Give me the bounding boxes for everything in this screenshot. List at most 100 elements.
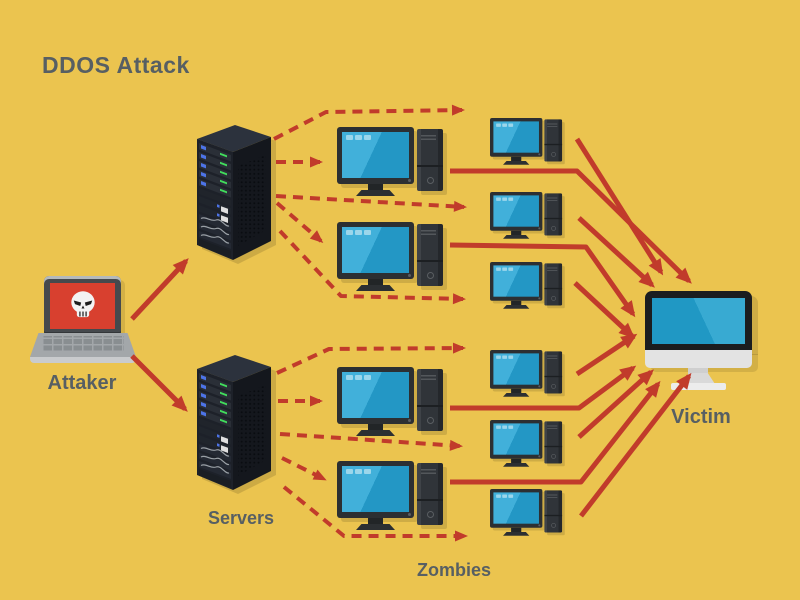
server-rack-1	[196, 124, 272, 261]
window-icon	[346, 375, 353, 380]
power-button-icon	[427, 272, 434, 279]
power-led	[538, 227, 541, 230]
zombie-screen	[493, 265, 539, 297]
power-led	[538, 385, 541, 388]
zombie-monitor	[337, 461, 414, 518]
victim-stand	[688, 368, 708, 375]
monitor-base	[502, 531, 530, 536]
tower-vents-icon	[547, 354, 558, 359]
power-led	[408, 274, 411, 277]
window-icon	[496, 355, 501, 359]
arrow-zombie-small-3-to-victim	[573, 281, 635, 339]
victim-computer	[645, 291, 752, 391]
power-led	[538, 524, 541, 527]
monitor-stand	[511, 156, 522, 162]
power-led	[538, 153, 541, 156]
zombie-tower	[544, 490, 563, 533]
window-icon	[508, 494, 514, 498]
power-button-icon	[427, 511, 434, 518]
window-icon	[355, 135, 362, 140]
zombie-computer-small-4	[490, 350, 563, 398]
zombie-monitor	[337, 222, 414, 279]
tower-vents-icon	[421, 133, 436, 140]
servers-label: Servers	[207, 508, 275, 528]
zombie-monitor	[337, 127, 414, 184]
server-rack-2	[196, 354, 272, 491]
window-icon	[355, 469, 362, 474]
power-button-icon	[551, 384, 556, 389]
zombie-monitor	[490, 118, 543, 157]
monitor-base	[502, 160, 530, 165]
zombie-screen	[493, 195, 539, 227]
arrow-zombie-large-1-to-victim	[450, 168, 692, 284]
arrow-zombie-small-1-to-victim	[574, 137, 664, 276]
window-icon	[508, 197, 514, 201]
skull-icon	[70, 291, 95, 318]
power-led	[538, 455, 541, 458]
zombie-computer-small-2	[490, 192, 563, 240]
zombie-screen	[493, 353, 539, 385]
zombie-monitor	[490, 192, 543, 231]
laptop-base	[30, 357, 136, 363]
zombie-screen	[342, 227, 409, 273]
zombie-tower	[417, 369, 443, 431]
window-icon	[355, 230, 362, 235]
zombie-computer-small-3	[490, 262, 563, 310]
window-icon	[502, 123, 507, 127]
monitor-stand	[368, 424, 383, 431]
arrow-server-1-to-zombie-small-2	[275, 194, 467, 212]
zombie-computer-large-2	[337, 222, 443, 292]
window-icon	[364, 469, 371, 474]
zombie-monitor	[490, 489, 543, 528]
victim-pedestal	[682, 373, 715, 384]
window-icon	[508, 267, 514, 271]
zombie-tower	[544, 421, 563, 464]
power-button-icon	[551, 523, 556, 528]
power-button-icon	[551, 152, 556, 157]
zombie-screen	[493, 423, 539, 455]
zombie-computer-small-1	[490, 118, 563, 166]
monitor-base	[356, 430, 395, 436]
tower-vents-icon	[547, 424, 558, 429]
zombie-screen	[342, 372, 409, 418]
zombie-screen	[493, 121, 539, 153]
arrow-zombie-small-4-to-victim	[575, 333, 638, 377]
zombie-tower	[544, 119, 563, 162]
monitor-stand	[368, 518, 383, 525]
tower-vents-icon	[547, 266, 558, 271]
window-icon	[496, 123, 501, 127]
laptop-lid	[44, 276, 121, 334]
window-icon	[496, 494, 501, 498]
window-icon	[508, 123, 514, 127]
victim-base	[671, 383, 726, 390]
tower-vents-icon	[547, 493, 558, 498]
window-icon	[508, 425, 514, 429]
monitor-base	[502, 462, 530, 467]
zombie-computer-large-1	[337, 127, 443, 197]
monitor-stand	[511, 458, 522, 464]
power-button-icon	[427, 177, 434, 184]
window-icon	[346, 469, 353, 474]
power-button-icon	[551, 226, 556, 231]
victim-screen	[652, 298, 745, 344]
window-icon	[502, 197, 507, 201]
monitor-stand	[368, 184, 383, 191]
victim-label: Victim	[671, 406, 731, 428]
power-button-icon	[551, 296, 556, 301]
attacker-label: Attaker	[47, 372, 117, 394]
power-button-icon	[551, 454, 556, 459]
window-icon	[502, 355, 507, 359]
arrow-server-1-to-zombie-large-2	[275, 201, 324, 243]
power-led	[408, 419, 411, 422]
zombie-screen	[493, 492, 539, 524]
monitor-stand	[511, 230, 522, 236]
arrow-attacker-to-server-1	[130, 258, 189, 321]
monitor-stand	[368, 279, 383, 286]
monitor-base	[356, 190, 395, 196]
power-led	[538, 297, 541, 300]
tower-vents-icon	[421, 467, 436, 474]
zombie-tower	[417, 463, 443, 525]
zombie-screen	[342, 466, 409, 512]
tower-vents-icon	[421, 373, 436, 380]
